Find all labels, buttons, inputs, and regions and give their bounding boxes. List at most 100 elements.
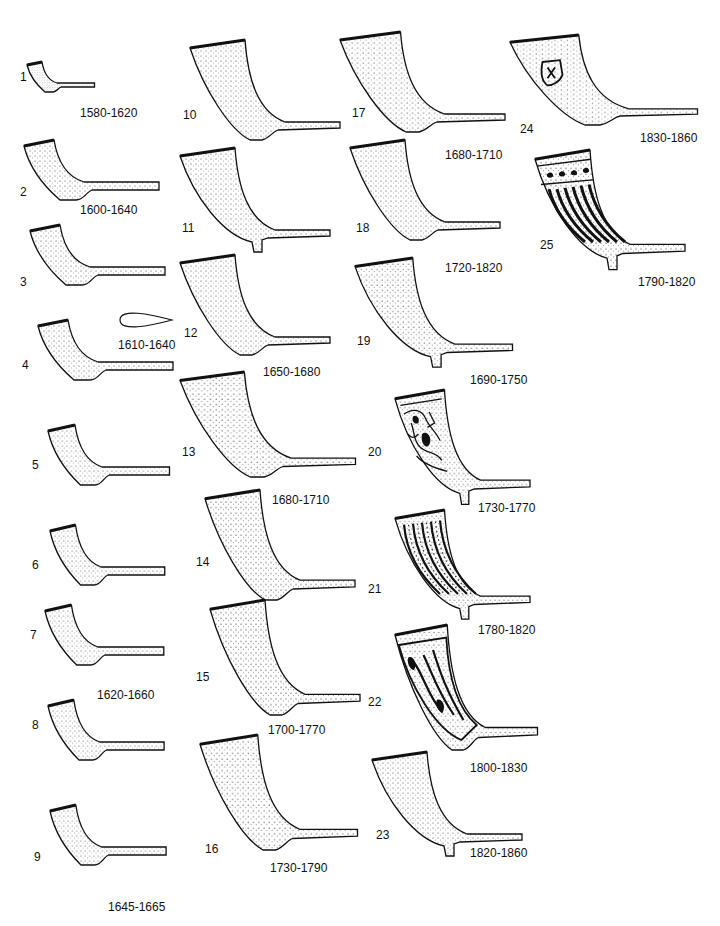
pipe-rim: [535, 150, 590, 159]
panel-decoration: [399, 638, 477, 741]
pipe-10: [190, 40, 340, 140]
callout-number: 12: [184, 326, 197, 340]
pipe-bowl: [355, 258, 513, 367]
pipe-bowl: [50, 525, 165, 585]
pipe-21: [395, 510, 530, 619]
callout-number: 16: [205, 842, 218, 856]
pipe-rim: [205, 490, 260, 499]
pipe-rim: [48, 700, 74, 706]
pipe-rim: [340, 32, 401, 40]
pipe-rim: [190, 40, 245, 48]
date-range: 1600-1640: [80, 203, 137, 217]
emblem-decoration: [542, 60, 563, 85]
pipe-13: [180, 372, 356, 477]
pipe-19: [355, 258, 513, 367]
pipe-rim: [30, 225, 60, 231]
pipe-rim: [45, 605, 71, 611]
pipe-rim: [395, 510, 445, 518]
pipe-rim: [180, 148, 235, 156]
pipe-rim: [27, 62, 42, 65]
callout-number: 13: [182, 445, 195, 459]
pipe-bowl: [180, 255, 330, 355]
pipe-bowl: [50, 805, 166, 865]
pipe-8: [48, 700, 164, 760]
callout-number: 6: [32, 558, 39, 572]
callout-number: 5: [32, 458, 39, 472]
callout-number: 10: [183, 108, 196, 122]
pipe-15: [210, 600, 360, 715]
callout-number: 25: [540, 238, 553, 252]
pipe-9: [50, 805, 166, 865]
callout-number: 17: [352, 106, 365, 120]
flute-decoration: [549, 185, 625, 243]
pipe-rim: [372, 752, 427, 760]
pipe-12: [180, 255, 330, 355]
heraldic-decoration: [413, 416, 431, 447]
pipe-bowl: [24, 140, 159, 200]
pipe-22: [395, 625, 538, 750]
date-range: 1700-1770: [268, 723, 325, 737]
date-range: 1730-1790: [270, 861, 327, 875]
callout-number: 1: [20, 70, 27, 84]
band-decoration: [537, 159, 593, 184]
date-range: 1650-1680: [263, 365, 320, 379]
date-range: 1830-1860: [640, 131, 697, 145]
callout-number: 3: [20, 275, 27, 289]
callout-number: 15: [196, 670, 209, 684]
callout-number: 23: [376, 828, 389, 842]
pipe-rim: [24, 140, 54, 146]
pipe-rim: [200, 735, 258, 744]
pipe-25: [535, 150, 685, 270]
callout-number: 7: [30, 628, 37, 642]
pipe-1: [27, 62, 95, 92]
pipe-bowl: [395, 625, 538, 750]
callout-number: 9: [34, 850, 41, 864]
pipe-bowl: [200, 735, 358, 850]
date-range: 1730-1770: [478, 501, 535, 515]
callout-number: 8: [32, 718, 39, 732]
pipe-7: [45, 605, 164, 665]
pipe-rim: [395, 390, 445, 399]
pipe-bowl: [210, 600, 360, 715]
pipe-6: [50, 525, 165, 585]
pipe-bowl: [395, 390, 530, 504]
pipe-rim: [510, 35, 579, 42]
date-range: 1580-1620: [80, 106, 137, 120]
pipe-rim: [50, 805, 76, 811]
pipe-bowl: [205, 490, 355, 600]
leaf-decoration: [547, 168, 589, 178]
pipe-14: [205, 490, 355, 600]
pipe-rim: [50, 525, 76, 531]
date-range: 1610-1640: [118, 338, 175, 352]
callout-number: 20: [368, 445, 381, 459]
callout-number: 4: [22, 358, 29, 372]
pipe-bowl: [27, 62, 95, 92]
pipe-rim: [350, 140, 405, 148]
pipe-bowl: [340, 32, 505, 132]
date-range: 1620-1660: [97, 688, 154, 702]
pipe-bowl: [190, 40, 340, 140]
pipe-bowl: [30, 225, 165, 285]
callout-number: 24: [520, 122, 533, 136]
pipe-2: [24, 140, 159, 200]
pipe-bowl: [510, 35, 698, 125]
callout-number: 18: [356, 221, 369, 235]
pipe-17: [340, 32, 505, 132]
pipe-bowl: [48, 425, 170, 485]
date-range: 1690-1750: [470, 373, 527, 387]
callout-number: 19: [357, 334, 370, 348]
heel-section: [120, 313, 172, 327]
pipe-11: [180, 148, 330, 252]
date-range: 1800-1830: [470, 761, 527, 775]
heraldic-decoration: [400, 399, 447, 472]
pipe-bowl: [45, 605, 164, 665]
pipe-bowl: [395, 510, 530, 619]
callout-number: 2: [20, 185, 27, 199]
date-range: 1645-1665: [108, 900, 165, 914]
pipe-rim: [355, 258, 413, 266]
pipe-rim: [48, 425, 75, 431]
date-range: 1790-1820: [638, 275, 695, 289]
date-range: 1680-1710: [272, 493, 329, 507]
pipe-20: [395, 390, 530, 504]
